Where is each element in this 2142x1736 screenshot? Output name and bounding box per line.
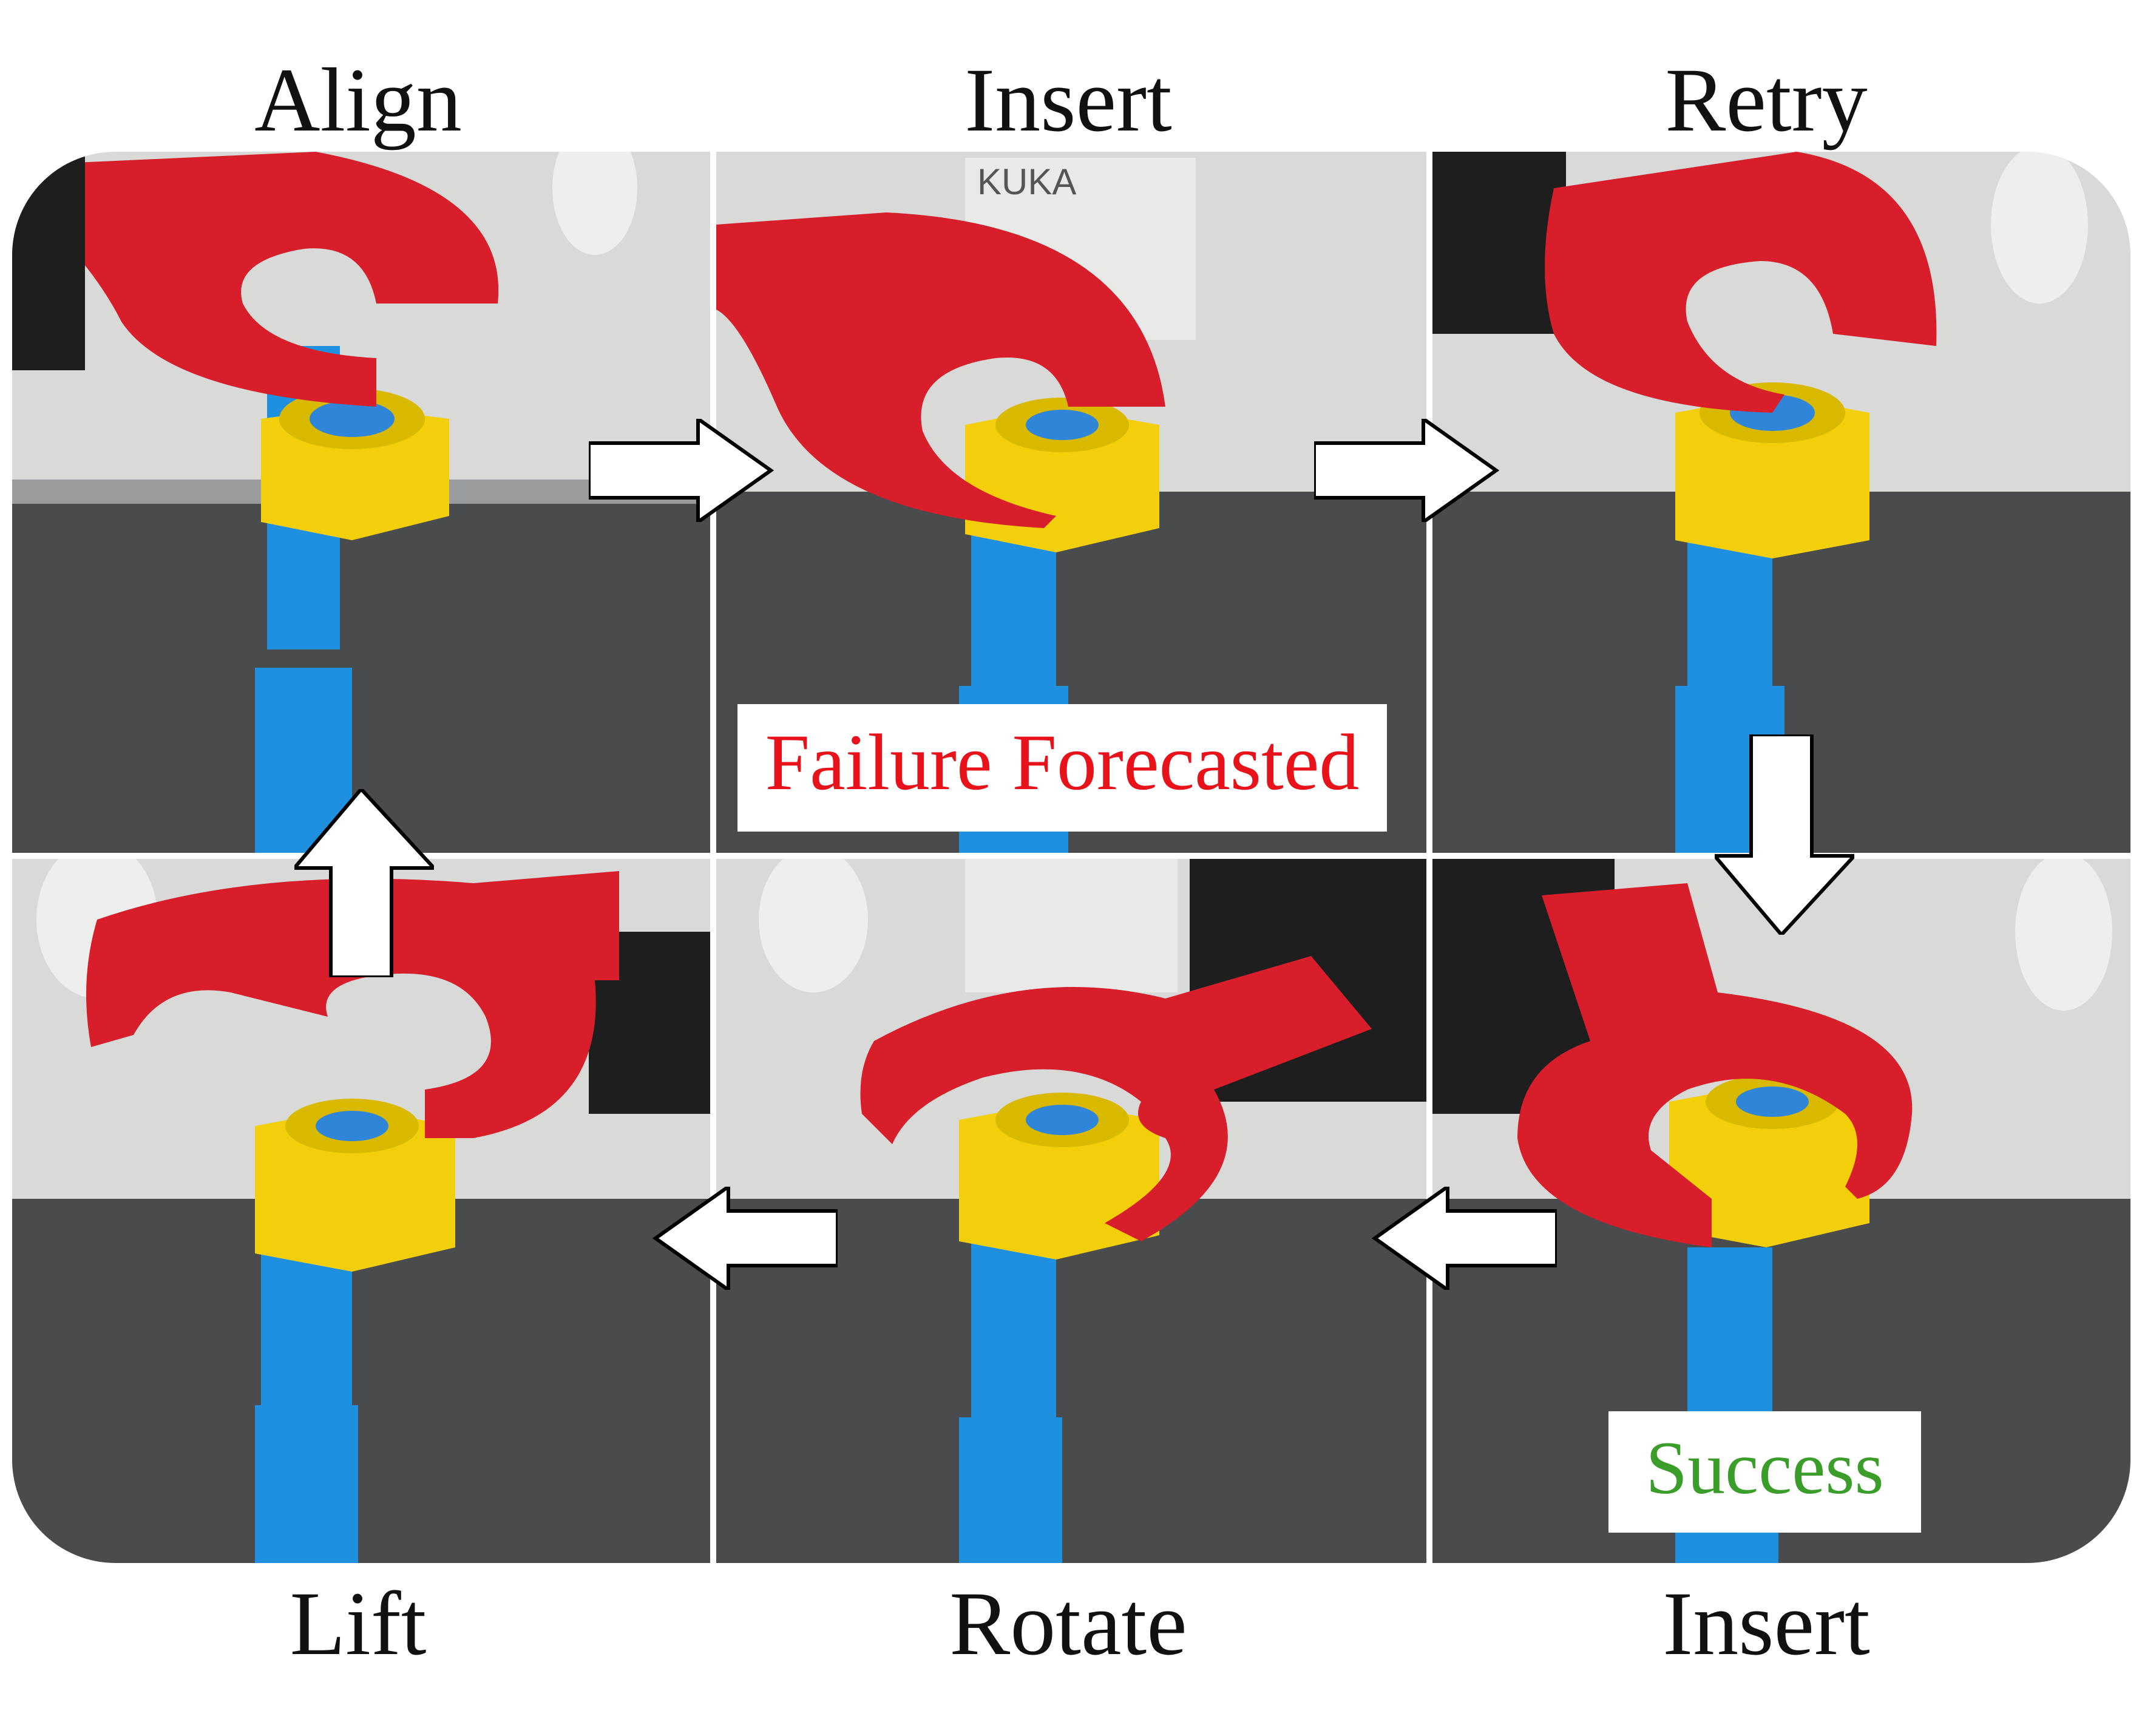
- success-badge: Success: [1608, 1411, 1921, 1533]
- photo-panel-rotate: [716, 859, 1426, 1563]
- arrow-right-icon: [589, 419, 783, 522]
- step-label-align: Align: [254, 50, 462, 151]
- step-label-rotate: Rotate: [949, 1573, 1187, 1674]
- arrow-right-icon: [1314, 419, 1508, 522]
- success-text: Success: [1645, 1426, 1884, 1510]
- step-label-insert: Insert: [964, 50, 1172, 151]
- failure-forecasted-badge: Failure Forecasted: [737, 704, 1387, 832]
- photo-panel-retry: [1432, 152, 2130, 853]
- failure-forecasted-text: Failure Forecasted: [765, 717, 1360, 807]
- arrow-down-icon: [1715, 734, 1854, 935]
- arrow-up-icon: [294, 789, 434, 977]
- arrow-left-icon: [1363, 1187, 1557, 1290]
- scene-rotate: [716, 859, 1426, 1563]
- step-label-retry: Retry: [1665, 50, 1868, 151]
- arrow-left-icon: [643, 1187, 838, 1290]
- kuka-logo: KUKA: [977, 161, 1076, 202]
- step-label-lift: Lift: [290, 1573, 427, 1674]
- scene-retry: [1432, 152, 2130, 853]
- step-label-insert-final: Insert: [1662, 1573, 1870, 1674]
